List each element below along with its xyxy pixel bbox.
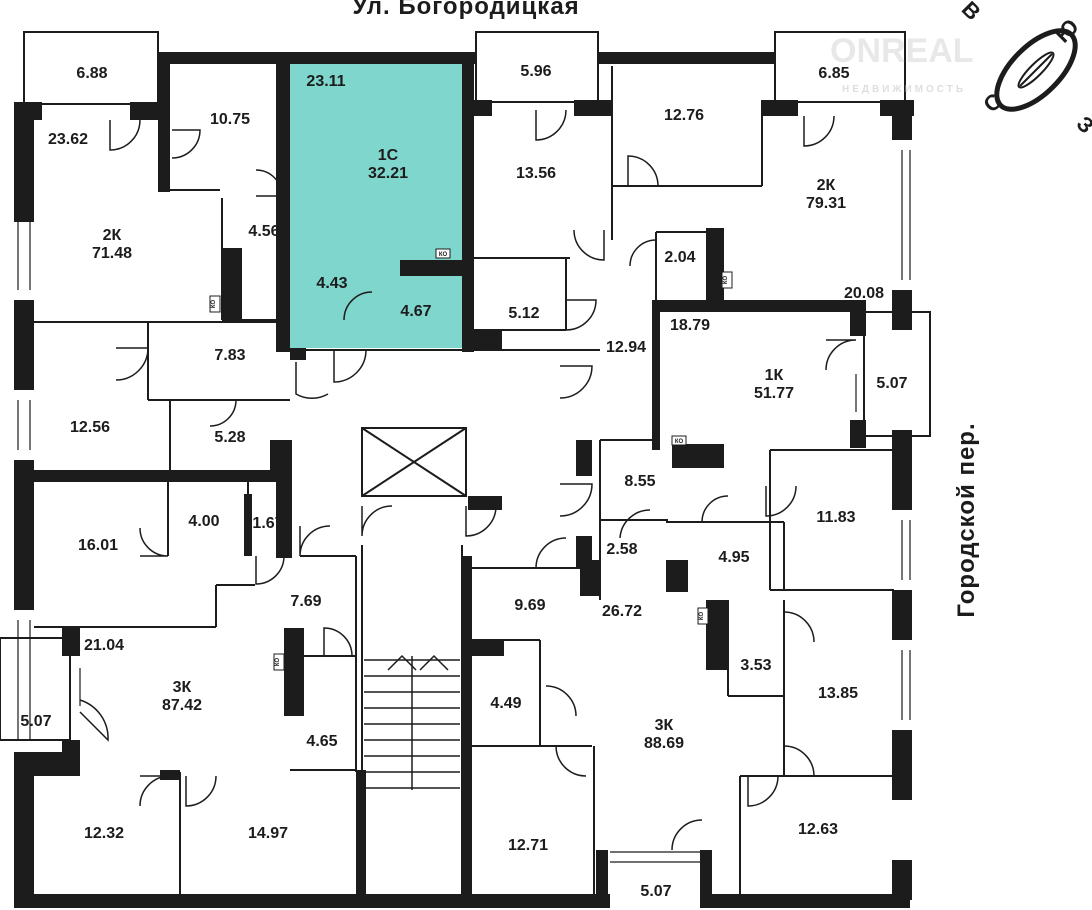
room-area: 6.88 <box>76 65 107 82</box>
room-area: 2.58 <box>606 541 637 558</box>
room-area: 13.85 <box>818 685 858 702</box>
room-area: 1.67 <box>252 515 283 532</box>
unit-label: 2К <box>103 227 122 244</box>
room-area: 5.28 <box>214 429 245 446</box>
unit-label: 51.77 <box>754 385 794 402</box>
room-area: 3.53 <box>740 657 771 674</box>
stairs <box>364 654 460 790</box>
room-area: 26.72 <box>602 603 642 620</box>
svg-text:КО: КО <box>699 612 705 621</box>
room-area: 4.95 <box>718 549 749 566</box>
highlighted-unit-label[interactable]: 1С 32.21 <box>368 147 408 182</box>
room-area: 12.94 <box>606 339 646 356</box>
compass-east: В <box>957 0 986 25</box>
room-area: 20.08 <box>844 285 884 302</box>
room-area: 7.83 <box>214 347 245 364</box>
room-area: 2.04 <box>664 249 695 266</box>
unit-label: 3К <box>173 679 192 696</box>
room-area: 7.69 <box>290 593 321 610</box>
watermark: ONREAL НЕДВИЖИМОСТЬ <box>830 32 974 95</box>
room-area: 5.07 <box>20 713 51 730</box>
thick-walls <box>14 52 914 908</box>
compass-north: С <box>978 88 1007 117</box>
room-area: 4.65 <box>306 733 337 750</box>
unit-label: 3К <box>655 717 674 734</box>
svg-text:КО: КО <box>275 658 281 667</box>
door-swings <box>79 109 857 851</box>
unit-label: 71.48 <box>92 245 132 262</box>
room-area: 16.01 <box>78 537 118 554</box>
svg-text:1С: 1С <box>378 147 399 164</box>
room-area: 5.96 <box>520 63 551 80</box>
room-area: 14.97 <box>248 825 288 842</box>
street-east: Городской пер. <box>953 422 980 617</box>
svg-text:КО: КО <box>439 252 448 258</box>
compass-icon: С Ю В З <box>957 0 1092 138</box>
room-area: 4.43 <box>316 275 347 292</box>
room-area: 4.67 <box>400 303 431 320</box>
svg-text:НЕДВИЖИМОСТЬ: НЕДВИЖИМОСТЬ <box>842 84 966 95</box>
room-area: 10.75 <box>210 111 250 128</box>
room-area: 12.56 <box>70 419 110 436</box>
room-area: 12.32 <box>84 825 124 842</box>
room-area: 4.56 <box>248 223 279 240</box>
room-area: 23.62 <box>48 131 88 148</box>
room-area: 13.56 <box>516 165 556 182</box>
room-area: 12.63 <box>798 821 838 838</box>
room-area: 8.55 <box>624 473 655 490</box>
room-labels: 6.88 23.62 10.75 4.56 7.83 12.56 5.28 16… <box>20 63 907 900</box>
room-area: 6.85 <box>818 65 849 82</box>
unit-label: 1К <box>765 367 784 384</box>
unit-label: 88.69 <box>644 735 684 752</box>
room-area: 9.69 <box>514 597 545 614</box>
room-area: 18.79 <box>670 317 710 334</box>
compass-south: Ю <box>1050 14 1084 48</box>
compass-west: З <box>1072 111 1092 138</box>
room-area: 5.12 <box>508 305 539 322</box>
room-area: 12.76 <box>664 107 704 124</box>
unit-label: 79.31 <box>806 195 846 212</box>
windows <box>17 53 911 907</box>
room-area: 23.11 <box>306 73 345 90</box>
unit-label: 2К <box>817 177 836 194</box>
room-area: 11.83 <box>816 509 855 526</box>
room-area: 5.07 <box>876 375 907 392</box>
highlighted-unit-fill[interactable] <box>290 62 466 348</box>
unit-label: 87.42 <box>162 697 202 714</box>
room-area: 4.49 <box>490 695 521 712</box>
ko-markers: КО КО КО КО КО КО <box>209 248 733 671</box>
room-area: 5.07 <box>640 883 671 900</box>
room-area: 12.71 <box>508 837 548 854</box>
svg-text:ONREAL: ONREAL <box>830 32 974 70</box>
svg-text:КО: КО <box>723 276 729 285</box>
svg-text:КО: КО <box>675 439 684 445</box>
svg-text:КО: КО <box>211 300 217 309</box>
room-area: 4.00 <box>188 513 219 530</box>
room-area: 21.04 <box>84 637 124 654</box>
svg-text:32.21: 32.21 <box>368 165 408 182</box>
street-north: Ул. Богородицкая <box>352 0 579 20</box>
unit-labels: 2К 71.48 2К 79.31 1К 51.77 3К 87.42 3К 8… <box>92 177 846 752</box>
